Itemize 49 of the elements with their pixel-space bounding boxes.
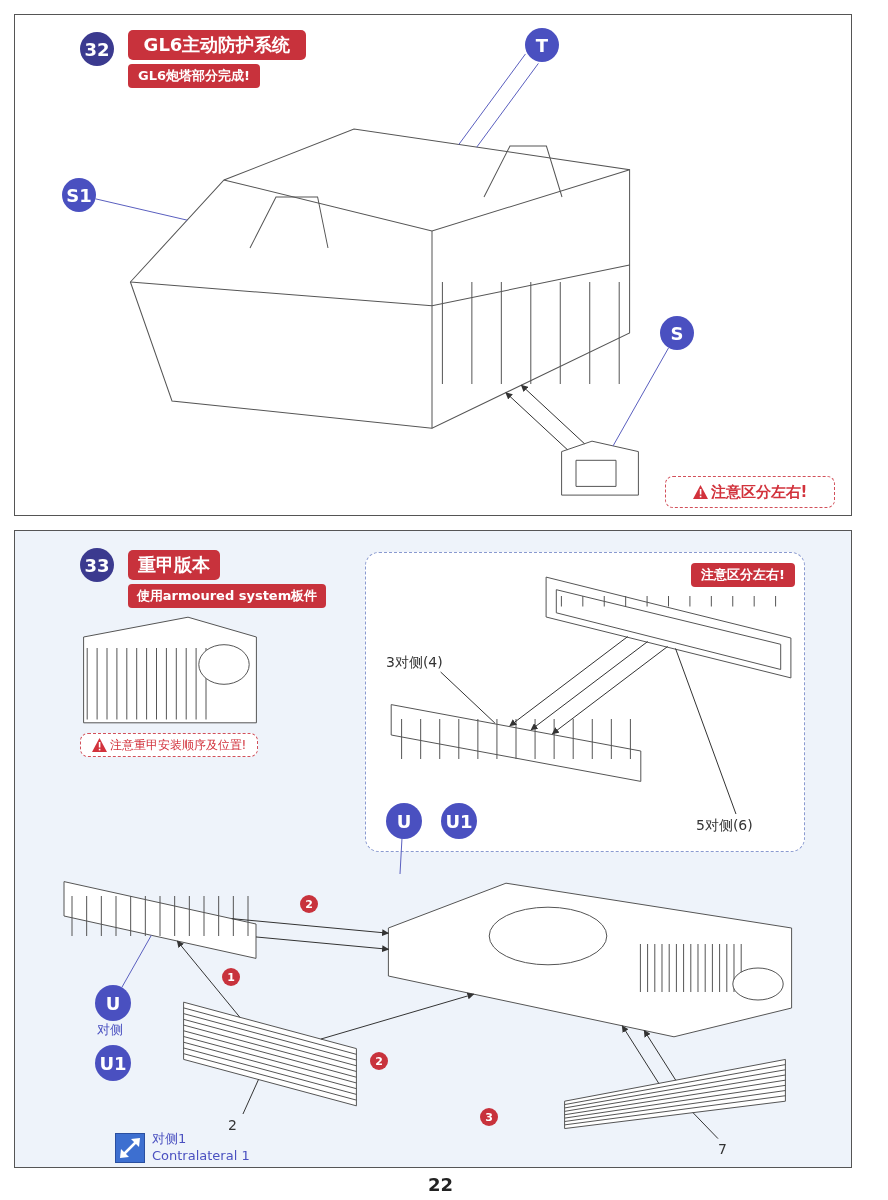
- leader-line: [242, 1079, 259, 1115]
- arrow: [255, 936, 390, 953]
- detail-inset: [365, 552, 805, 852]
- warning-note: [80, 733, 258, 757]
- grille-armour-drawing: [180, 1000, 360, 1108]
- step-number: 32: [80, 32, 114, 66]
- part-callout: S: [660, 316, 694, 350]
- note-text: 对侧1: [152, 1130, 187, 1148]
- arrow: [176, 940, 241, 1018]
- part-callout: U1: [441, 803, 477, 839]
- leader-line: [121, 934, 152, 988]
- step-title: GL6主动防护系统: [128, 30, 306, 60]
- arrow: [520, 384, 585, 445]
- arrow: [509, 636, 629, 727]
- warning-note: 注意区分左右!: [691, 563, 795, 587]
- leader-line: [692, 1112, 719, 1140]
- note-text: 对侧: [97, 1021, 123, 1039]
- warning-text: 注意区分左右!: [710, 482, 808, 502]
- arrow: [530, 641, 649, 731]
- part-callout: S1: [62, 178, 96, 212]
- step-subtitle: GL6炮塔部分完成!: [128, 64, 260, 88]
- note-text: Contralateral 1: [152, 1148, 250, 1163]
- arrow: [231, 918, 390, 937]
- sensor-box-drawing: [560, 440, 640, 498]
- part-number: 7: [718, 1138, 738, 1160]
- arrow: [505, 392, 568, 451]
- arrow: [621, 1025, 660, 1084]
- arrow: [320, 992, 475, 1040]
- side-armour-drawing: [60, 880, 260, 960]
- warning-text: 注意重甲安装顺序及位置!: [109, 736, 247, 754]
- leader-line: [675, 647, 737, 815]
- part-callout: U: [386, 803, 422, 839]
- leader-line: [95, 198, 188, 221]
- part-number: 3对侧(4): [386, 653, 476, 673]
- step-title: 重甲版本: [128, 550, 220, 580]
- warning-note: [665, 476, 835, 508]
- arrow: [551, 646, 669, 735]
- armour-detail-drawing: [80, 615, 260, 725]
- leader-line: [399, 837, 403, 875]
- page-number: 22: [428, 1174, 454, 1195]
- part-number: 2: [228, 1114, 248, 1136]
- leader-line: [476, 62, 539, 148]
- part-number: 5对侧(6): [696, 815, 786, 837]
- part-callout: T: [525, 28, 559, 62]
- leader-line: [612, 347, 670, 447]
- leader-line: [440, 671, 496, 724]
- step-subtitle: 使用armoured system板件: [128, 584, 326, 608]
- leader-line: [458, 53, 526, 145]
- arrow: [643, 1029, 677, 1081]
